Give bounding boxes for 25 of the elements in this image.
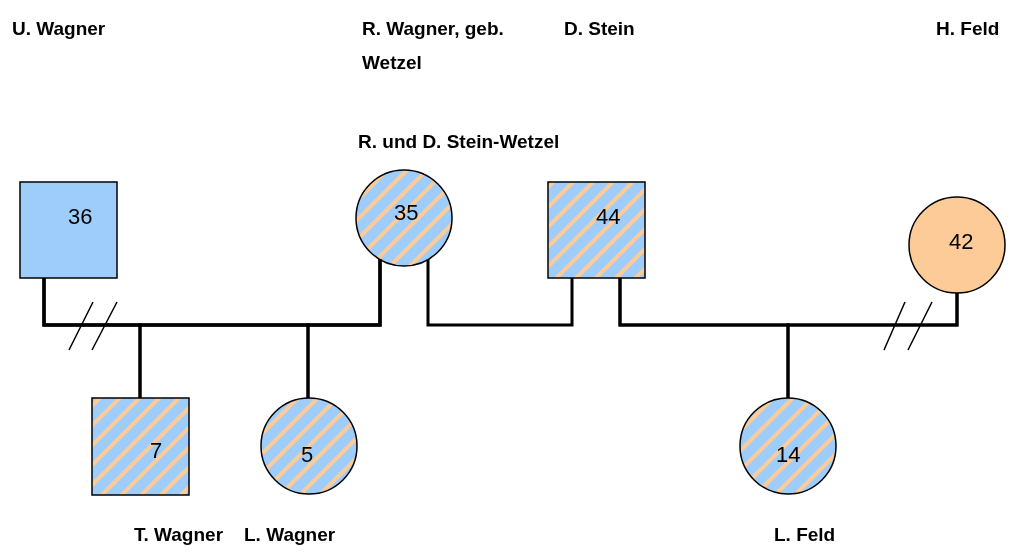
person-name: D. Stein bbox=[564, 17, 635, 41]
female-circle bbox=[739, 397, 837, 495]
age-number: 14 bbox=[776, 444, 801, 466]
age-number: 42 bbox=[949, 231, 974, 253]
person-name: T. Wagner bbox=[134, 523, 225, 547]
relationship-line bbox=[786, 293, 959, 398]
female-circle bbox=[260, 397, 358, 495]
relationship-line bbox=[306, 259, 382, 398]
person-name: H. Feld bbox=[936, 17, 1000, 41]
male-square bbox=[547, 181, 646, 279]
female-circle bbox=[355, 169, 453, 267]
person-name: R. Wagner, geb. Wetzel bbox=[362, 17, 505, 75]
age-number: 35 bbox=[394, 202, 419, 224]
relationship-line bbox=[426, 259, 574, 327]
age-number: 36 bbox=[68, 206, 93, 228]
person-name: L. Wagner bbox=[244, 523, 337, 547]
age-number: 44 bbox=[596, 206, 621, 228]
person-name: R. und D. Stein-Wetzel bbox=[358, 130, 560, 154]
age-number: 7 bbox=[150, 440, 163, 462]
male-square bbox=[91, 397, 190, 496]
male-square bbox=[19, 181, 118, 279]
person-name: U. Wagner bbox=[12, 17, 106, 41]
female-circle bbox=[908, 196, 1006, 294]
person-name: L. Feld bbox=[774, 523, 837, 547]
age-number: 5 bbox=[301, 444, 314, 466]
